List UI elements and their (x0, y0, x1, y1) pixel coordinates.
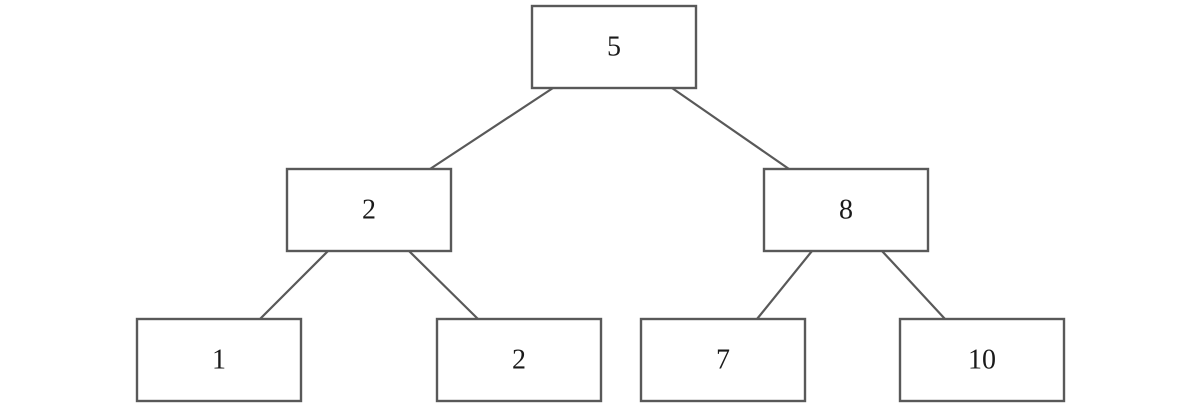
node-label: 2 (362, 195, 376, 226)
edge-root-to-right (670, 86, 791, 171)
node-label: 1 (212, 345, 226, 376)
tree-node-left-right: 2 (435, 317, 603, 403)
edge-right-to-right-left (755, 249, 814, 321)
edge-left-to-left-right (407, 249, 480, 321)
edge-right-to-right-right (880, 249, 947, 321)
node-box (762, 167, 930, 253)
tree-node-right: 8 (762, 167, 930, 253)
node-label: 2 (512, 345, 526, 376)
node-label: 7 (716, 345, 730, 376)
node-box (135, 317, 303, 403)
edge-left-to-left-left (258, 249, 330, 321)
node-box (530, 4, 698, 90)
node-label: 8 (839, 195, 853, 226)
tree-edges (258, 86, 947, 321)
node-label: 10 (968, 345, 996, 376)
tree-node-root: 5 (530, 4, 698, 90)
node-box (285, 167, 453, 253)
tree-node-right-left: 7 (639, 317, 807, 403)
node-label: 5 (607, 32, 621, 63)
tree-node-right-right: 10 (898, 317, 1066, 403)
tree-node-left-left: 1 (135, 317, 303, 403)
tree-node-left: 2 (285, 167, 453, 253)
node-box (898, 317, 1066, 403)
edge-root-to-left (428, 86, 555, 171)
node-box (639, 317, 807, 403)
node-box (435, 317, 603, 403)
